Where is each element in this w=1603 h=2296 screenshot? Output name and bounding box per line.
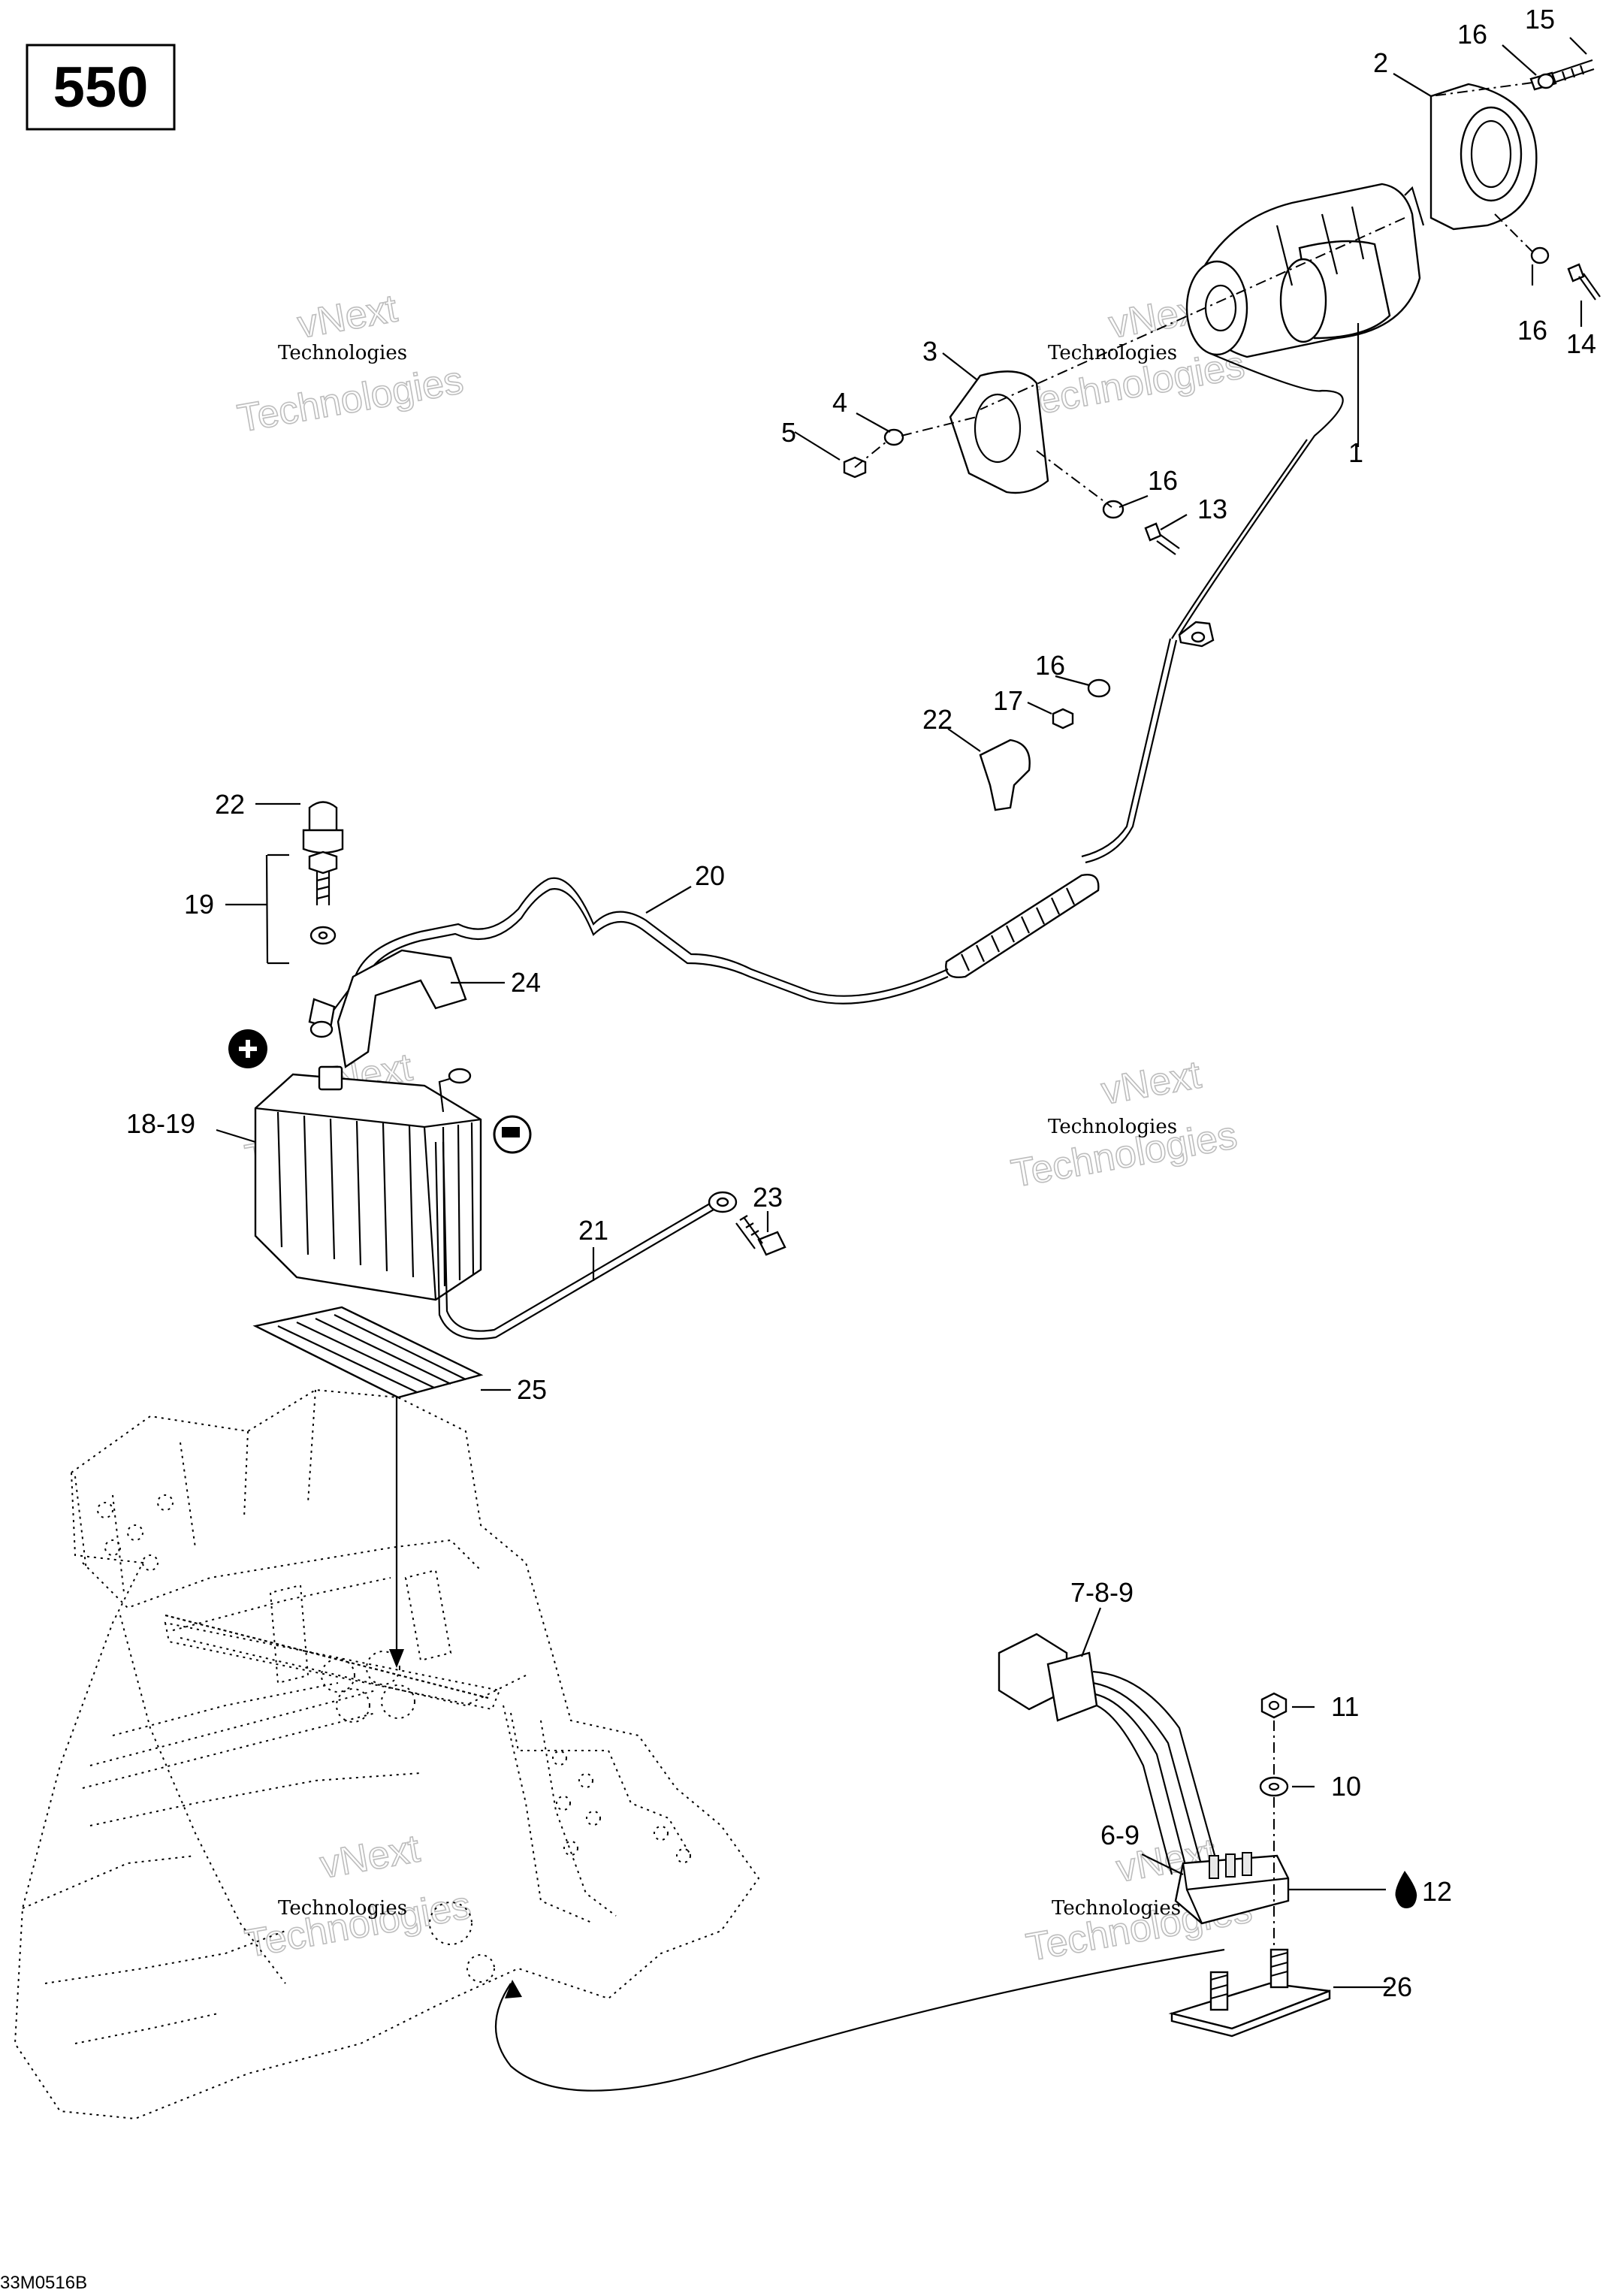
watermark-5: vNext Technologies Technologies: [241, 1826, 475, 1967]
callout-26: 26: [1382, 1971, 1412, 2002]
chassis-frame: [14, 1388, 760, 2120]
positive-cable-20: [308, 352, 1344, 1038]
callout-21: 21: [578, 1215, 608, 1246]
watermark-1: vNext Technologies Technologies: [234, 286, 467, 442]
svg-text:vNext: vNext: [1098, 1053, 1205, 1113]
callout-19: 19: [184, 889, 214, 920]
voltage-regulator-6-9: [1174, 1852, 1290, 1925]
install-arrows: [389, 1397, 1225, 2092]
starter-bracket-2: [1429, 83, 1538, 231]
callout-4: 4: [832, 387, 847, 418]
callout-18-19: 18-19: [126, 1108, 195, 1139]
callout-23: 23: [753, 1182, 783, 1213]
diagram-number-badge: 550: [26, 44, 176, 131]
battery-18-19: [254, 1065, 482, 1301]
callout-16: 16: [1035, 650, 1065, 681]
callout-17: 17: [993, 685, 1023, 716]
callout-3: 3: [922, 336, 937, 367]
callout-16: 16: [1148, 465, 1178, 496]
callout-22: 22: [215, 789, 245, 820]
callout-22: 22: [922, 704, 952, 735]
callout-10: 10: [1331, 1771, 1361, 1802]
svg-text:Technologies: Technologies: [278, 342, 407, 364]
loctite-symbol: [1395, 1871, 1417, 1908]
starter-motor-1: [1185, 183, 1425, 358]
leader-lines: [216, 37, 1587, 1989]
positive-terminal-symbol: [228, 1029, 267, 1068]
callout-5: 5: [781, 417, 796, 448]
callout-20: 20: [695, 860, 725, 891]
negative-terminal-symbol: [493, 1115, 532, 1154]
callout-16: 16: [1517, 315, 1547, 346]
diagram-code: 33M0516B: [0, 2273, 87, 2293]
callout-13: 13: [1197, 494, 1227, 524]
nut-11-washer-10: [1259, 1692, 1289, 1946]
callout-14: 14: [1566, 328, 1596, 359]
negative-cable-21: [434, 1141, 738, 1340]
battery-cover-24: [337, 949, 467, 1069]
starter-bracket-3: [949, 370, 1049, 494]
svg-text:Technologies: Technologies: [1048, 342, 1177, 364]
svg-text:vNext: vNext: [317, 1827, 424, 1887]
callout-1: 1: [1348, 437, 1363, 468]
callout-labels: 15 16 2 16 14 3 4 5 1 16 13 16 17 22 22 …: [126, 4, 1596, 2002]
battery-pad-25: [252, 1306, 484, 1399]
svg-text:Technologies: Technologies: [242, 1884, 474, 1966]
watermark-4: vNext Technologies Technologies: [1007, 1053, 1241, 1197]
callout-25: 25: [517, 1374, 547, 1405]
callout-6-9: 6-9: [1100, 1820, 1140, 1850]
svg-text:Technologies: Technologies: [278, 1897, 407, 1920]
diagram-number: 550: [53, 56, 149, 119]
wiring-harness-7-8-9: [998, 1633, 1247, 1875]
svg-text:Technologies: Technologies: [1052, 1897, 1181, 1920]
bolt-23: [735, 1215, 786, 1256]
callout-15: 15: [1525, 4, 1555, 35]
svg-text:Technologies: Technologies: [1048, 1116, 1177, 1138]
regulator-mount-26: [1168, 1948, 1331, 2038]
svg-text:vNext: vNext: [294, 287, 401, 347]
callout-12: 12: [1422, 1876, 1452, 1907]
terminal-boot-22: [302, 739, 1031, 854]
callout-11: 11: [1331, 1691, 1359, 1722]
fasteners-cable: [308, 678, 1111, 945]
dash-lines-starter: [854, 82, 1533, 508]
callout-24: 24: [511, 967, 541, 998]
callout-16: 16: [1457, 19, 1487, 50]
callout-2: 2: [1373, 47, 1388, 78]
callout-7-8-9: 7-8-9: [1070, 1577, 1134, 1608]
svg-text:Technologies: Technologies: [234, 358, 466, 441]
